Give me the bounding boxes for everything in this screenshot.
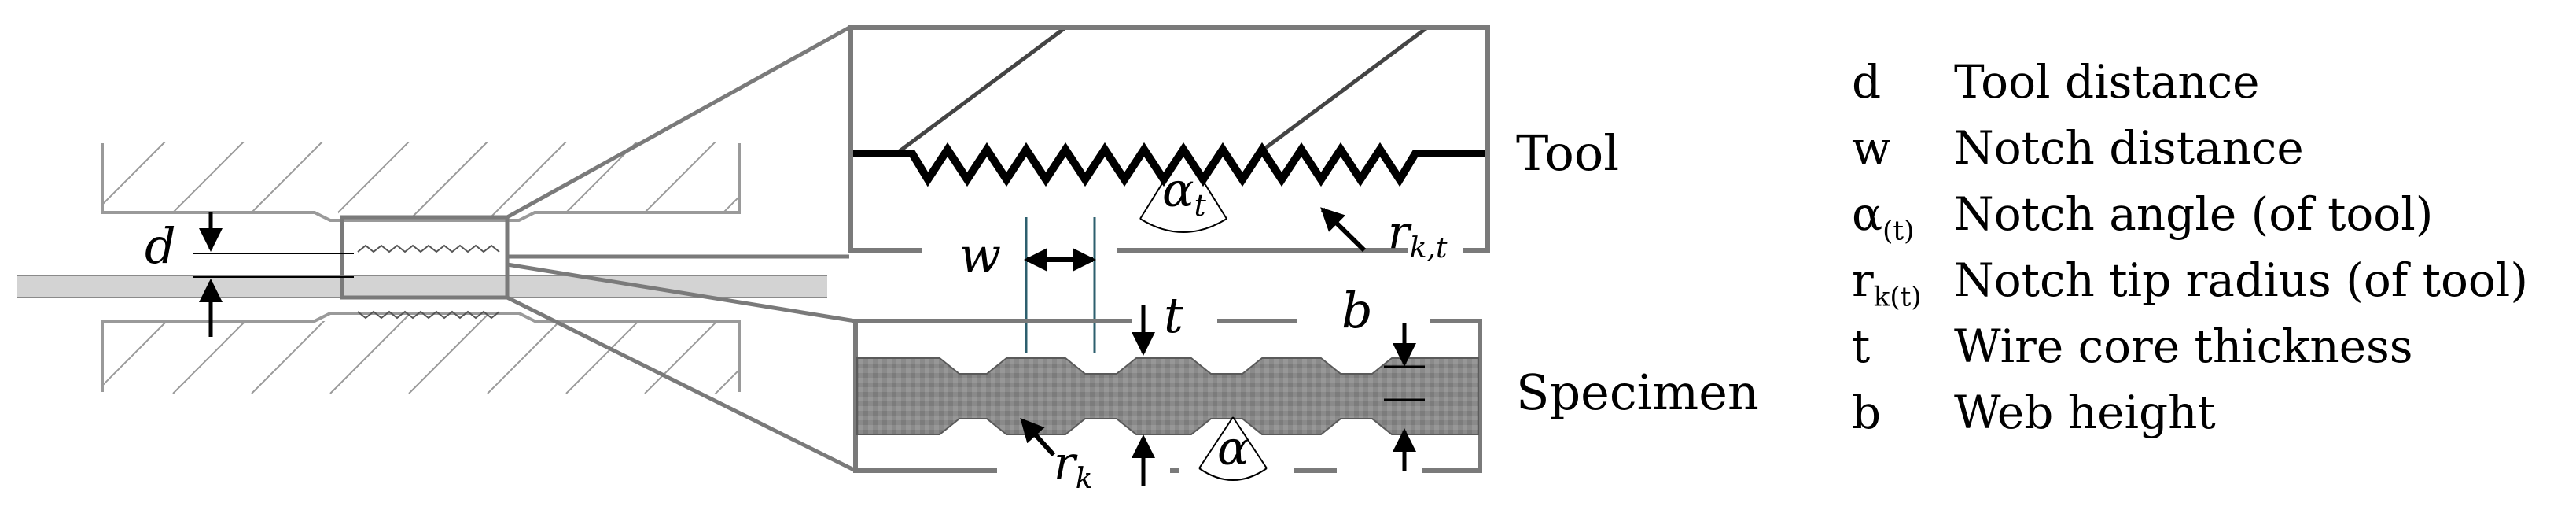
tool-overview: d: [17, 142, 827, 394]
legend-symbol: t: [1852, 313, 1954, 379]
b-label: b: [1341, 282, 1373, 339]
lower-tool-notches: [357, 310, 500, 320]
alpha-t-right-leg: [1183, 149, 1227, 220]
legend-symbol-main: t: [1852, 320, 1871, 373]
lower-tool-hatch: [102, 314, 739, 394]
legend-description: Notch distance: [1954, 121, 2304, 175]
legend-symbol-main: r: [1852, 253, 1874, 307]
legend-symbol-main: b: [1852, 386, 1882, 439]
specimen-panel-frame: [853, 319, 1132, 473]
legend-description: Notch angle (of tool): [1954, 187, 2434, 241]
tool-hatch-line-2: [1257, 28, 1429, 156]
w-label: w: [959, 227, 1001, 284]
upper-tool-notches: [357, 244, 500, 253]
alpha-right-leg: [1232, 416, 1268, 469]
r-kt-arrow: [1320, 207, 1367, 253]
specimen-frame-top-right: [1422, 319, 1482, 473]
alpha-t-label: αt: [1162, 163, 1207, 223]
r-k-arrow: [1020, 418, 1056, 457]
legend-symbol-main: w: [1852, 121, 1891, 175]
legend-description: Notch tip radius (of tool): [1954, 253, 2528, 307]
legend-row: w Notch distance: [1852, 115, 2567, 181]
specimen-detail-panel: t b α rk Specimen: [853, 282, 1759, 495]
tool-panel-frame: [848, 25, 1490, 253]
r-k-label: rk: [1054, 436, 1093, 495]
alpha-t-arc: [1139, 218, 1227, 233]
legend-row: α(t) Notch angle (of tool): [1852, 181, 2567, 247]
legend-row: b Web height: [1852, 379, 2567, 445]
r-kt-label: rk,t: [1388, 205, 1448, 264]
tool-detail-panel: αt rk,t Tool: [848, 25, 1619, 264]
legend-description: Web height: [1954, 386, 2216, 439]
legend-symbol-main: d: [1852, 55, 1882, 109]
alpha-label: α: [1217, 421, 1249, 476]
specimen-wire-profile: [856, 357, 1479, 435]
legend-symbol-main: α: [1852, 187, 1883, 241]
alpha-arc: [1198, 468, 1268, 481]
tool-hatch-line-1: [895, 28, 1067, 156]
legend-symbol: α(t): [1852, 181, 1954, 264]
tool-label: Tool: [1516, 124, 1619, 182]
specimen-label: Specimen: [1516, 364, 1759, 421]
legend-description: Wire core thickness: [1954, 320, 2413, 373]
w-dimension: w: [959, 217, 1096, 353]
legend-description: Tool distance: [1954, 55, 2260, 109]
d-label: d: [145, 217, 176, 275]
legend-symbol: rk(t): [1852, 247, 1954, 331]
legend-row: d Tool distance: [1852, 49, 2567, 115]
legend-symbol: d: [1852, 49, 1954, 115]
lower-tool-outline: [101, 312, 741, 392]
legend-row: t Wire core thickness: [1852, 313, 2567, 379]
t-label: t: [1164, 286, 1183, 344]
tool-notch-profile: [851, 142, 1488, 187]
legend-symbol: w: [1852, 115, 1954, 181]
wire-strip: [17, 275, 827, 298]
legend-symbol-subscript: (t): [1882, 215, 1915, 247]
upper-tool-outline: [101, 143, 741, 222]
upper-tool-hatch: [102, 142, 739, 220]
legend-symbol: b: [1852, 379, 1954, 445]
legend-row: rk(t) Notch tip radius (of tool): [1852, 247, 2567, 313]
zoom-connectors: [506, 25, 857, 473]
alpha-left-leg: [1198, 416, 1234, 469]
legend-symbol-subscript: k(t): [1873, 281, 1922, 313]
alpha-t-left-leg: [1139, 149, 1184, 220]
